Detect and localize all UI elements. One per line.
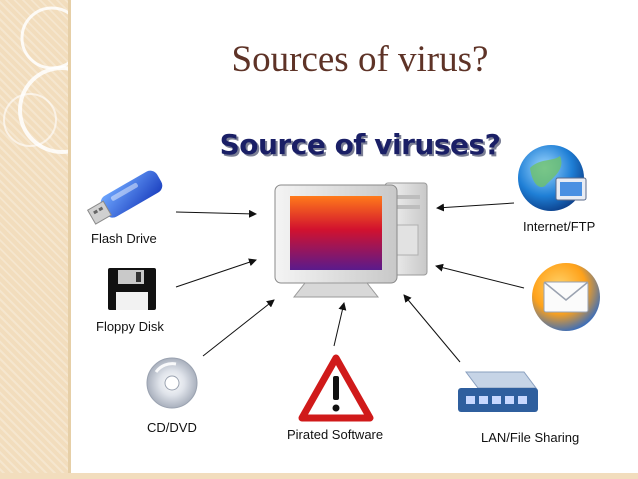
email-envelope-icon xyxy=(532,263,600,331)
arrow-floppy-disk xyxy=(175,258,257,288)
cd-dvd-icon xyxy=(146,357,198,409)
label-pirated-software: Pirated Software xyxy=(287,427,384,442)
diagram-title: Source of viruses? xyxy=(219,128,501,161)
arrow-internet-ftp xyxy=(436,202,515,212)
label-floppy-disk: Floppy Disk xyxy=(96,319,164,334)
arrow-email xyxy=(435,263,525,289)
arrow-lan-file-sharing xyxy=(403,294,461,363)
floppy-disk-icon xyxy=(108,268,156,310)
slide-title: Sources of virus? xyxy=(231,39,489,80)
label-cd-dvd: CD/DVD xyxy=(147,420,197,435)
computer-icon xyxy=(274,182,428,298)
decorative-circles xyxy=(3,6,70,154)
sidebar-edge xyxy=(68,0,71,479)
usb-flash-drive-icon xyxy=(86,170,163,225)
arrow-flash-drive xyxy=(175,209,257,218)
decorative-sidebar xyxy=(0,0,70,479)
bottom-band xyxy=(0,473,638,479)
label-lan-file-sharing: LAN/File Sharing xyxy=(481,430,580,445)
arrows xyxy=(175,202,525,363)
arrow-pirated-software xyxy=(333,302,347,347)
network-switch-icon xyxy=(458,371,538,412)
label-flash-drive: Flash Drive xyxy=(91,231,157,246)
warning-triangle-icon xyxy=(298,354,374,422)
arrow-cd-dvd xyxy=(202,299,275,357)
globe-internet-icon xyxy=(518,145,587,211)
label-internet-ftp: Internet/FTP xyxy=(523,219,596,234)
